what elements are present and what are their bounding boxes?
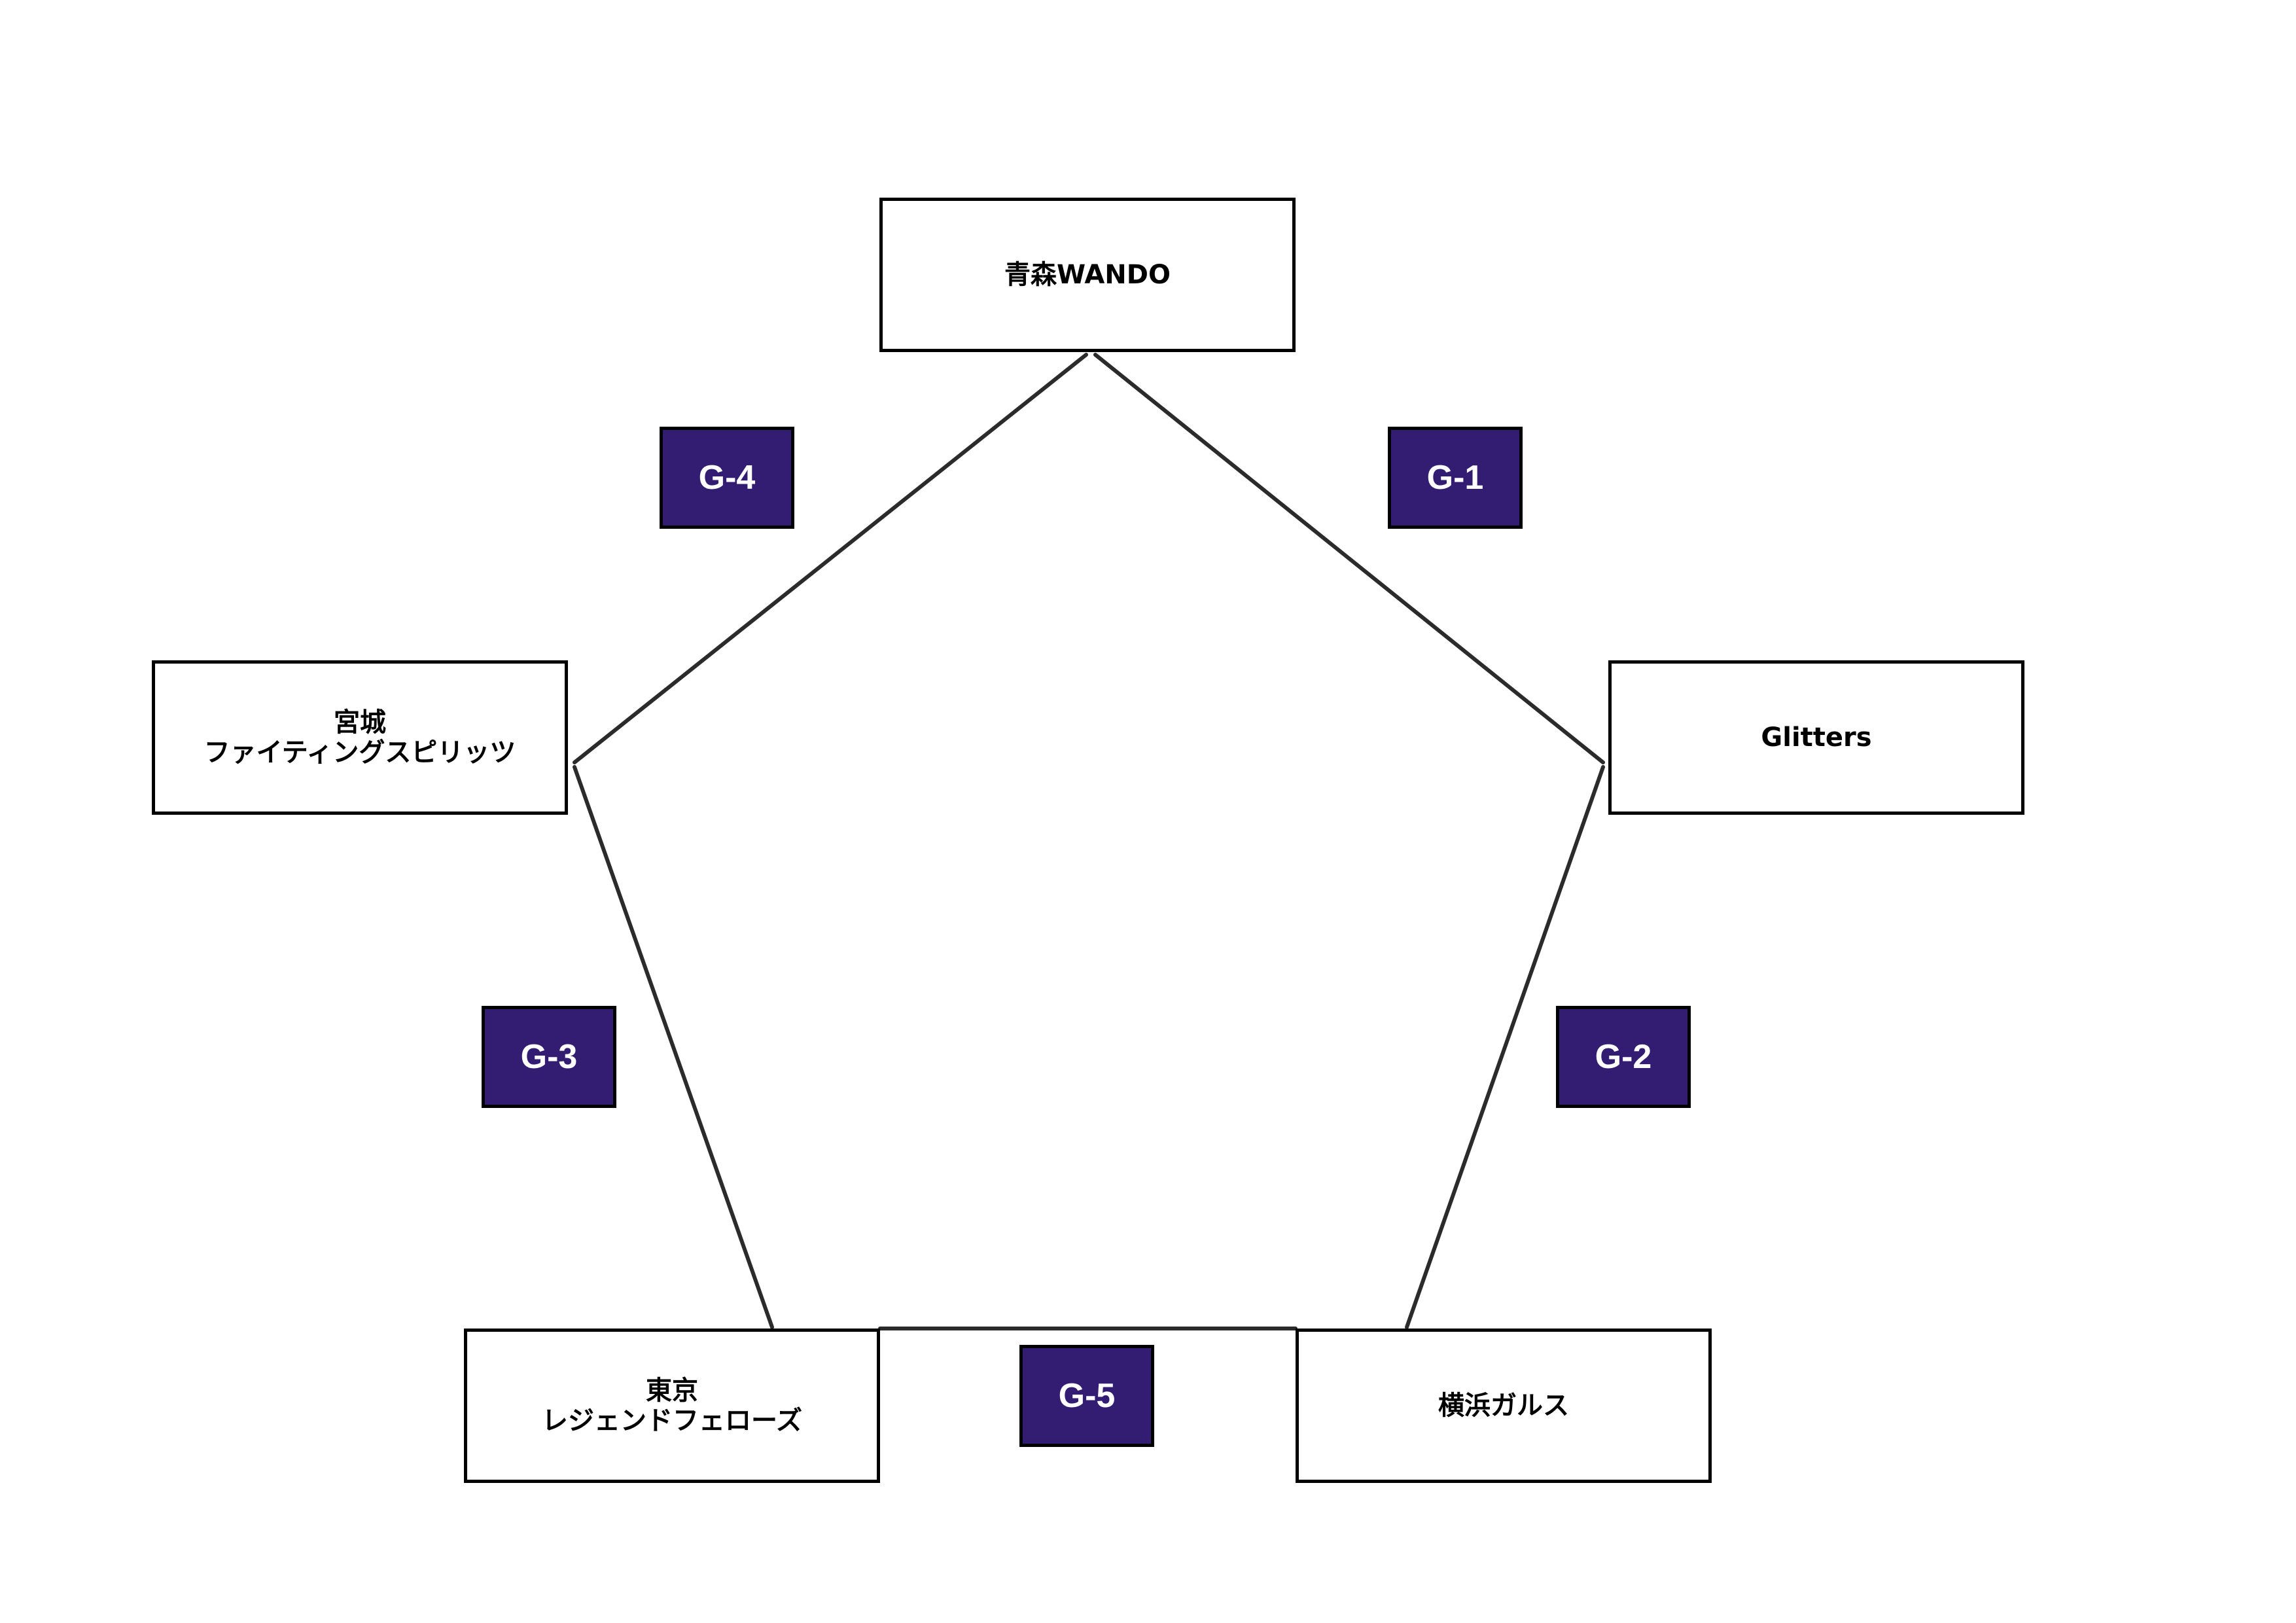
team-label-tokyo-line2: レジェンドフェローズ xyxy=(542,1406,802,1436)
team-box-yokohama: 横浜ガルス xyxy=(1296,1329,1712,1483)
team-box-tokyo: 東京 レジェンドフェローズ xyxy=(464,1329,880,1483)
team-label-glitters: Glitters xyxy=(1761,722,1872,753)
team-label-miyagi-line1: 宮城 xyxy=(334,707,386,738)
team-label-aomori: 青森WANDO xyxy=(1004,260,1171,290)
team-label-miyagi-line2: ファイティングスピリッツ xyxy=(203,738,516,768)
team-box-glitters: Glitters xyxy=(1608,660,2024,815)
team-box-miyagi: 宮城 ファイティングスピリッツ xyxy=(152,660,568,815)
match-badge-g5: G-5 xyxy=(1019,1345,1154,1447)
edge-aomori-glitters xyxy=(1093,353,1605,764)
match-badge-g1: G-1 xyxy=(1388,427,1523,529)
match-badge-g3: G-3 xyxy=(482,1006,616,1108)
team-box-aomori: 青森WANDO xyxy=(879,198,1296,352)
team-label-yokohama: 横浜ガルス xyxy=(1438,1391,1569,1421)
edge-aomori-miyagi xyxy=(573,353,1088,764)
edge-glitters-yokohama xyxy=(1405,765,1605,1329)
edge-miyagi-tokyo xyxy=(573,765,774,1329)
match-badge-g2: G-2 xyxy=(1556,1006,1691,1108)
match-badge-g4: G-4 xyxy=(660,427,794,529)
team-label-tokyo-line1: 東京 xyxy=(646,1376,698,1406)
